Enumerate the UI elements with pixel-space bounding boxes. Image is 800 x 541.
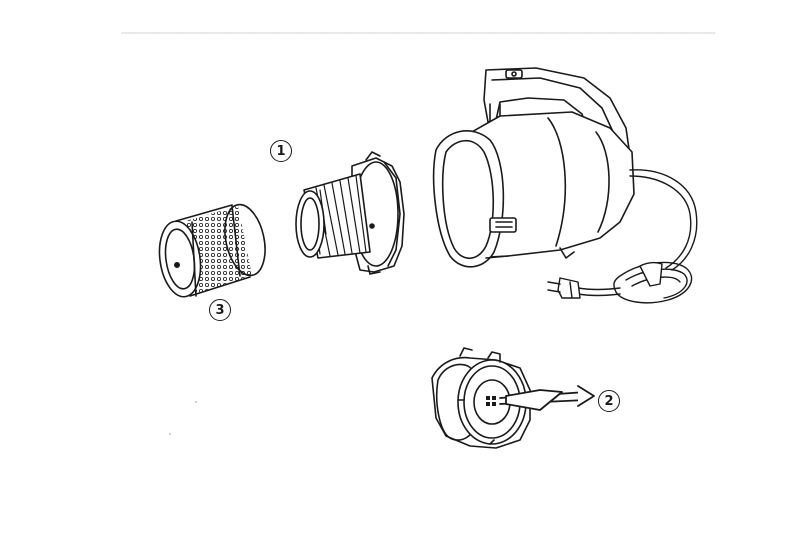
callout-two: 2: [598, 390, 620, 412]
vacuum-body-icon: [432, 67, 635, 268]
callout-three: 3: [209, 299, 231, 321]
callout-one: 1: [270, 140, 292, 162]
callout-arrow-two: [499, 385, 595, 411]
cone-filter-icon: [295, 151, 405, 275]
motor-housing-icon: [431, 347, 531, 449]
power-cord-icon: [577, 169, 698, 304]
power-plug-icon: [547, 277, 581, 299]
mesh-filter-icon: [158, 203, 266, 298]
